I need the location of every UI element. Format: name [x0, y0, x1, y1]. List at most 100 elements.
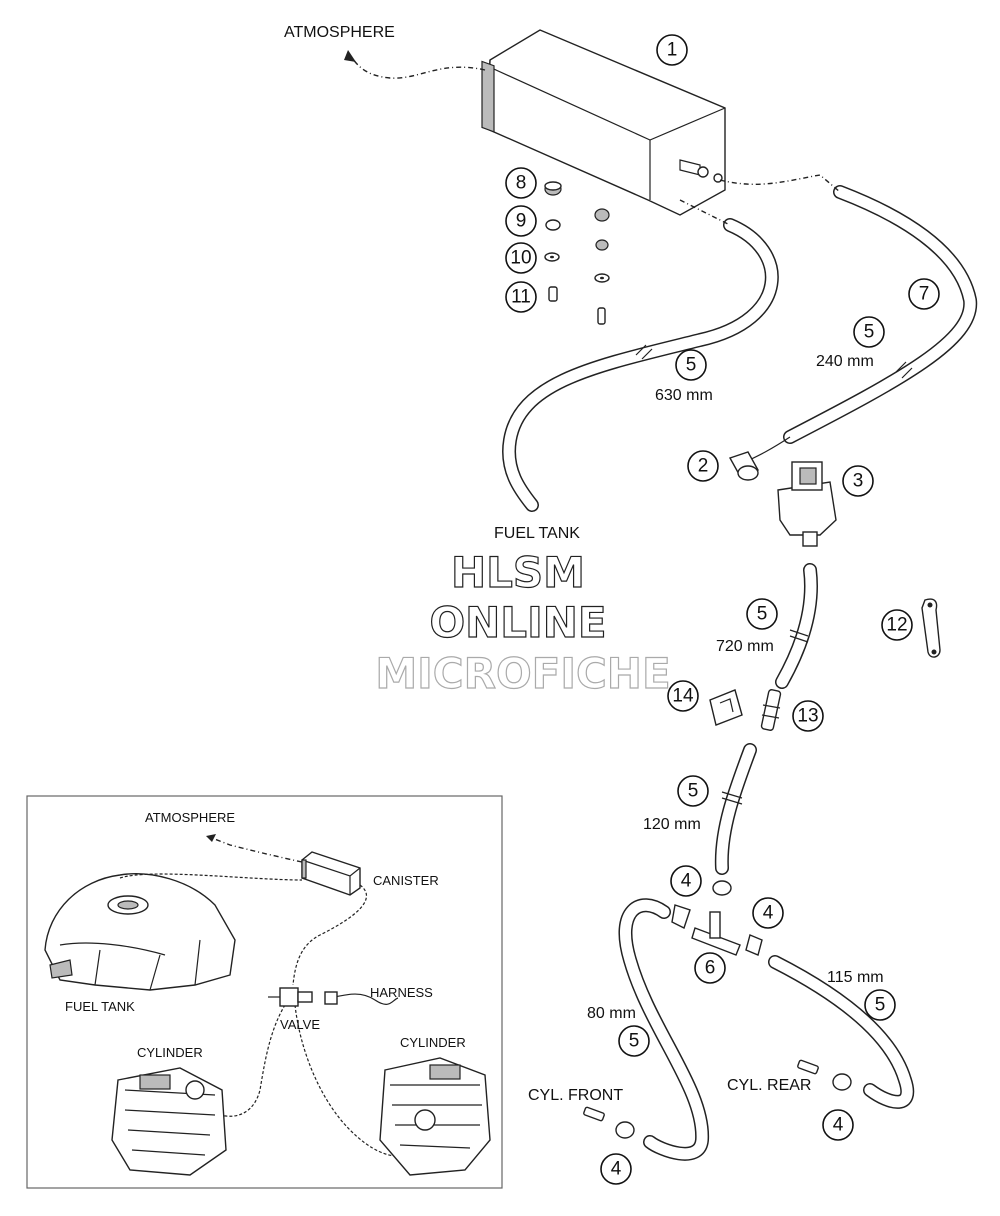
- inset-cylinder-right-label: CYLINDER: [400, 1035, 466, 1050]
- callout-9: 9: [505, 205, 537, 237]
- svg-text:8: 8: [516, 173, 527, 194]
- inset-cylinder-right: [379, 1057, 491, 1176]
- hose-630mm: [502, 218, 779, 512]
- watermark-line3: MICROFICHE: [375, 649, 670, 698]
- svg-text:5: 5: [688, 781, 699, 802]
- screw-11: [548, 286, 606, 325]
- inset-valve: [268, 987, 338, 1007]
- watermark: HLSM ONLINE MICROFICHE: [375, 547, 671, 698]
- svg-text:4: 4: [611, 1159, 622, 1180]
- inset-harness-label: HARNESS: [370, 985, 433, 1000]
- length-label-115: 115 mm: [827, 969, 884, 986]
- hose-80mm: [618, 898, 710, 1161]
- hose-720mm: [775, 563, 818, 689]
- cyl-nipples: [583, 1059, 819, 1122]
- washer-10: [544, 252, 610, 283]
- inset-schematic: ATMOSPHERE CANISTER FUEL TANK HARNESS VA…: [26, 795, 503, 1189]
- svg-text:14: 14: [672, 686, 694, 707]
- watermark-line2: ONLINE: [429, 598, 606, 647]
- watermark-line1: HLSM: [451, 548, 585, 597]
- inset-fuel-tank: [44, 873, 236, 991]
- callout-14: 14: [667, 680, 699, 712]
- inset-atmosphere-arrow-icon: [206, 834, 216, 842]
- svg-text:13: 13: [797, 706, 818, 727]
- svg-text:5: 5: [629, 1031, 640, 1052]
- atmosphere-arrow-icon: [344, 50, 356, 62]
- svg-text:2: 2: [698, 456, 709, 477]
- hose-clamps-4: [615, 880, 852, 1139]
- callout-6: 6: [694, 952, 726, 984]
- callout-2: 2: [687, 450, 719, 482]
- svg-text:10: 10: [510, 248, 531, 269]
- svg-text:4: 4: [763, 903, 774, 924]
- inset-rear-cyl-line: [294, 1004, 411, 1157]
- callout-12: 12: [881, 609, 913, 641]
- length-label-80: 80 mm: [587, 1005, 636, 1022]
- callout-1: 1: [656, 34, 688, 66]
- canister-outlet-dash: [679, 199, 731, 226]
- length-label-120: 120 mm: [643, 816, 701, 833]
- svg-text:4: 4: [833, 1115, 844, 1136]
- callout-5-630: 5: [675, 349, 707, 381]
- t-piece-6: [691, 911, 741, 956]
- fuel-tank-label: FUEL TANK: [494, 525, 580, 542]
- holder-14: [709, 689, 743, 726]
- callout-4-front: 4: [600, 1153, 632, 1185]
- inset-cylinder-left-label: CYLINDER: [137, 1045, 203, 1060]
- svg-text:12: 12: [886, 615, 907, 636]
- hose-115mm: [768, 955, 915, 1109]
- svg-text:6: 6: [705, 958, 716, 979]
- callout-4-rear: 4: [822, 1109, 854, 1141]
- svg-text:5: 5: [875, 995, 886, 1016]
- inset-tank-line: [119, 873, 303, 881]
- canister-to-7-dash: [719, 174, 841, 193]
- svg-text:3: 3: [853, 471, 864, 492]
- hose-120mm: [714, 743, 757, 875]
- svg-text:5: 5: [864, 322, 875, 343]
- callout-10: 10: [505, 242, 537, 274]
- callout-3: 3: [842, 465, 874, 497]
- svg-text:11: 11: [511, 287, 531, 308]
- length-label-240: 240 mm: [816, 353, 874, 370]
- callout-8: 8: [505, 167, 537, 199]
- callout-4-top: 4: [670, 865, 702, 897]
- callout-13: 13: [792, 700, 824, 732]
- callout-11: 11: [505, 281, 537, 313]
- cyl-front-label: CYL. FRONT: [528, 1087, 623, 1104]
- purge-valve-3: [777, 461, 837, 547]
- length-label-720: 720 mm: [716, 638, 774, 655]
- grommet-8: [544, 181, 562, 196]
- svg-text:1: 1: [667, 40, 678, 61]
- svg-text:5: 5: [686, 355, 697, 376]
- inset-canister: [301, 851, 361, 896]
- inset-canister-valve-line: [292, 884, 367, 986]
- cyl-rear-label: CYL. REAR: [727, 1077, 811, 1094]
- svg-text:7: 7: [919, 284, 930, 305]
- svg-text:4: 4: [681, 871, 692, 892]
- svg-text:9: 9: [516, 211, 527, 232]
- inset-atmosphere-label: ATMOSPHERE: [145, 810, 235, 825]
- hose-240mm: [783, 185, 978, 444]
- callout-5-120: 5: [677, 775, 709, 807]
- svg-text:5: 5: [757, 604, 768, 625]
- connector-2: [728, 451, 760, 481]
- inset-cylinder-left: [111, 1067, 227, 1176]
- clip-12: [921, 598, 941, 658]
- bushing-9: [545, 208, 610, 251]
- inset-valve-label: VALVE: [280, 1017, 320, 1032]
- length-label-630: 630 mm: [655, 387, 713, 404]
- callout-5-240: 5: [853, 316, 885, 348]
- canister: [481, 29, 726, 216]
- length-break-marks: [635, 344, 913, 805]
- inset-vent-line: [211, 837, 303, 863]
- atmosphere-vent-line: [349, 54, 486, 79]
- callout-5-115: 5: [864, 989, 896, 1021]
- callout-5-80: 5: [618, 1025, 650, 1057]
- callout-5-720: 5: [746, 598, 778, 630]
- atmosphere-label: ATMOSPHERE: [284, 24, 395, 41]
- callout-7: 7: [908, 278, 940, 310]
- inset-canister-label: CANISTER: [373, 873, 439, 888]
- inset-harness-line: [329, 993, 399, 1005]
